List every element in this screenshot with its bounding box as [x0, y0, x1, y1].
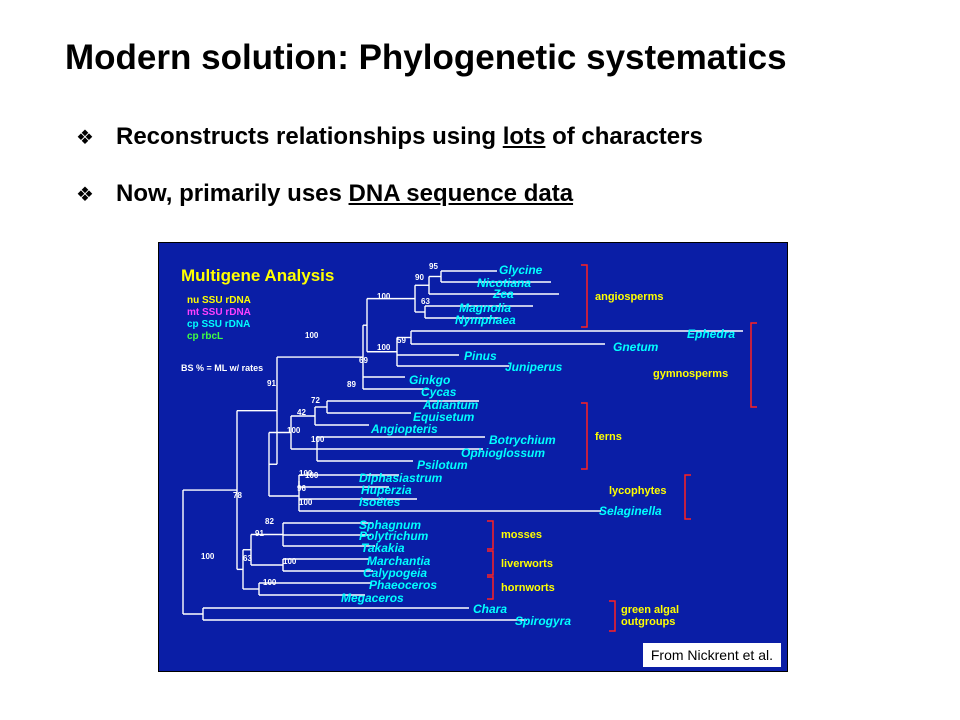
taxon-label: Sphagnum: [359, 518, 421, 532]
support-value: 72: [311, 396, 320, 405]
bs-note: BS % = ML w/ rates: [181, 363, 263, 373]
support-value: 63: [243, 554, 252, 563]
taxon-label: Calypogeia: [363, 566, 427, 580]
bullet-underlined-text: lots: [502, 123, 546, 150]
bullet-text-before: Reconstructs relationships using: [116, 123, 503, 150]
legend-item: mt SSU rDNA: [187, 307, 251, 318]
group-bracket: [581, 264, 588, 328]
support-value: 69: [359, 356, 368, 365]
group-label: liverworts: [501, 558, 553, 570]
support-value: 100: [305, 471, 319, 480]
support-value: 100: [311, 435, 325, 444]
taxon-label: Polytrichum: [359, 529, 429, 543]
group-label: hornworts: [501, 582, 555, 594]
taxon-label: Takakia: [361, 541, 405, 555]
group-label: mosses: [501, 529, 542, 541]
taxon-label: Psilotum: [417, 458, 468, 472]
slide-title: Modern solution: Phylogenetic systematic…: [65, 38, 787, 77]
figure-heading: Multigene Analysis: [181, 266, 334, 285]
bullet-underlined-text: DNA sequence data: [348, 180, 574, 207]
taxon-label: Chara: [473, 602, 507, 616]
support-value: 100: [287, 426, 301, 435]
support-value: 90: [415, 273, 424, 282]
group-bracket: [609, 600, 616, 632]
support-value: 100: [263, 578, 277, 587]
taxon-label: Ephedra: [687, 327, 735, 341]
support-value: 91: [255, 529, 264, 538]
taxon-label: Nymphaea: [455, 313, 516, 327]
taxon-labels: GlycineNicotianaZeaMagnoliaNymphaeaEphed…: [341, 263, 735, 628]
bullet-text-after: of characters: [545, 123, 703, 150]
taxon-label: Angiopteris: [370, 422, 438, 436]
support-value: 100: [305, 331, 319, 340]
group-label: ferns: [595, 431, 622, 443]
taxon-label: Zea: [492, 287, 514, 301]
taxon-label: Magnolia: [459, 301, 511, 315]
figure-credit: From Nickrent et al.: [642, 643, 781, 667]
taxon-label: Gnetum: [613, 340, 659, 354]
support-value: 89: [347, 380, 356, 389]
taxon-label: Spirogyra: [515, 614, 571, 628]
taxon-label: Isoëtes: [359, 495, 401, 509]
group-bracket: [487, 550, 494, 576]
support-value: 95: [429, 262, 438, 271]
group-bracket: [684, 474, 691, 520]
support-value: 100: [201, 552, 215, 561]
support-value: 78: [233, 491, 242, 500]
taxon-label: Cycas: [421, 385, 457, 399]
taxon-label: Phaeoceros: [369, 578, 437, 592]
support-value: 100: [299, 498, 313, 507]
taxon-label: Botrychium: [489, 433, 556, 447]
support-value: 59: [397, 336, 406, 345]
bullet-text-before: Now, primarily uses: [116, 180, 349, 207]
support-value: 42: [297, 408, 306, 417]
group-bracket: [581, 402, 588, 470]
taxon-label: Ginkgo: [409, 373, 450, 387]
taxon-label: Ophioglossum: [461, 446, 545, 460]
support-value: 82: [265, 517, 274, 526]
group-brackets: angiosperms gymnosperms ferns lycophytes mos…: [487, 264, 757, 632]
tree-branches: [182, 270, 743, 621]
taxon-label: Nicotiana: [477, 276, 531, 290]
diamond-bullet-icon: ❖: [76, 182, 94, 206]
group-bracket: [487, 520, 494, 550]
taxon-label: Equisetum: [413, 410, 475, 424]
taxon-label: Pinus: [464, 349, 497, 363]
taxon-label: Juniperus: [505, 360, 563, 374]
group-label: angiosperms: [595, 291, 663, 303]
support-value: 100: [377, 292, 391, 301]
diamond-bullet-icon: ❖: [76, 125, 94, 149]
taxon-label: Marchantia: [367, 554, 431, 568]
support-value: 100: [299, 469, 313, 478]
taxon-label: Megaceros: [341, 591, 404, 605]
bullet-dna-sequence: ❖ Now, primarily uses DNA sequence data: [76, 180, 573, 208]
legend-item: nu SSU rDNA: [187, 295, 251, 306]
taxon-label: Glycine: [499, 263, 543, 277]
support-value: 100: [377, 343, 391, 352]
support-value: 63: [421, 297, 430, 306]
support-value: 91: [267, 379, 276, 388]
bullet-reconstructs: ❖ Reconstructs relationships using lots o…: [76, 123, 703, 151]
support-values: 9590631005910069891009172421001001001009…: [201, 262, 438, 587]
group-label: gymnosperms: [653, 368, 728, 380]
taxon-label: Diphasiastrum: [359, 471, 443, 485]
legend-item: cp SSU rDNA: [187, 319, 250, 330]
legend-item: cp rbcL: [187, 331, 223, 342]
support-value: 100: [283, 557, 297, 566]
taxon-label: Huperzia: [361, 483, 412, 497]
group-bracket: [750, 322, 757, 408]
group-label: green algal: [621, 604, 679, 616]
group-label: lycophytes: [609, 485, 666, 497]
support-value: 96: [297, 484, 306, 493]
group-bracket: [487, 576, 494, 600]
group-label: outgroups: [621, 616, 675, 628]
taxon-label: Selaginella: [599, 504, 662, 518]
taxon-label: Adiantum: [422, 398, 479, 412]
